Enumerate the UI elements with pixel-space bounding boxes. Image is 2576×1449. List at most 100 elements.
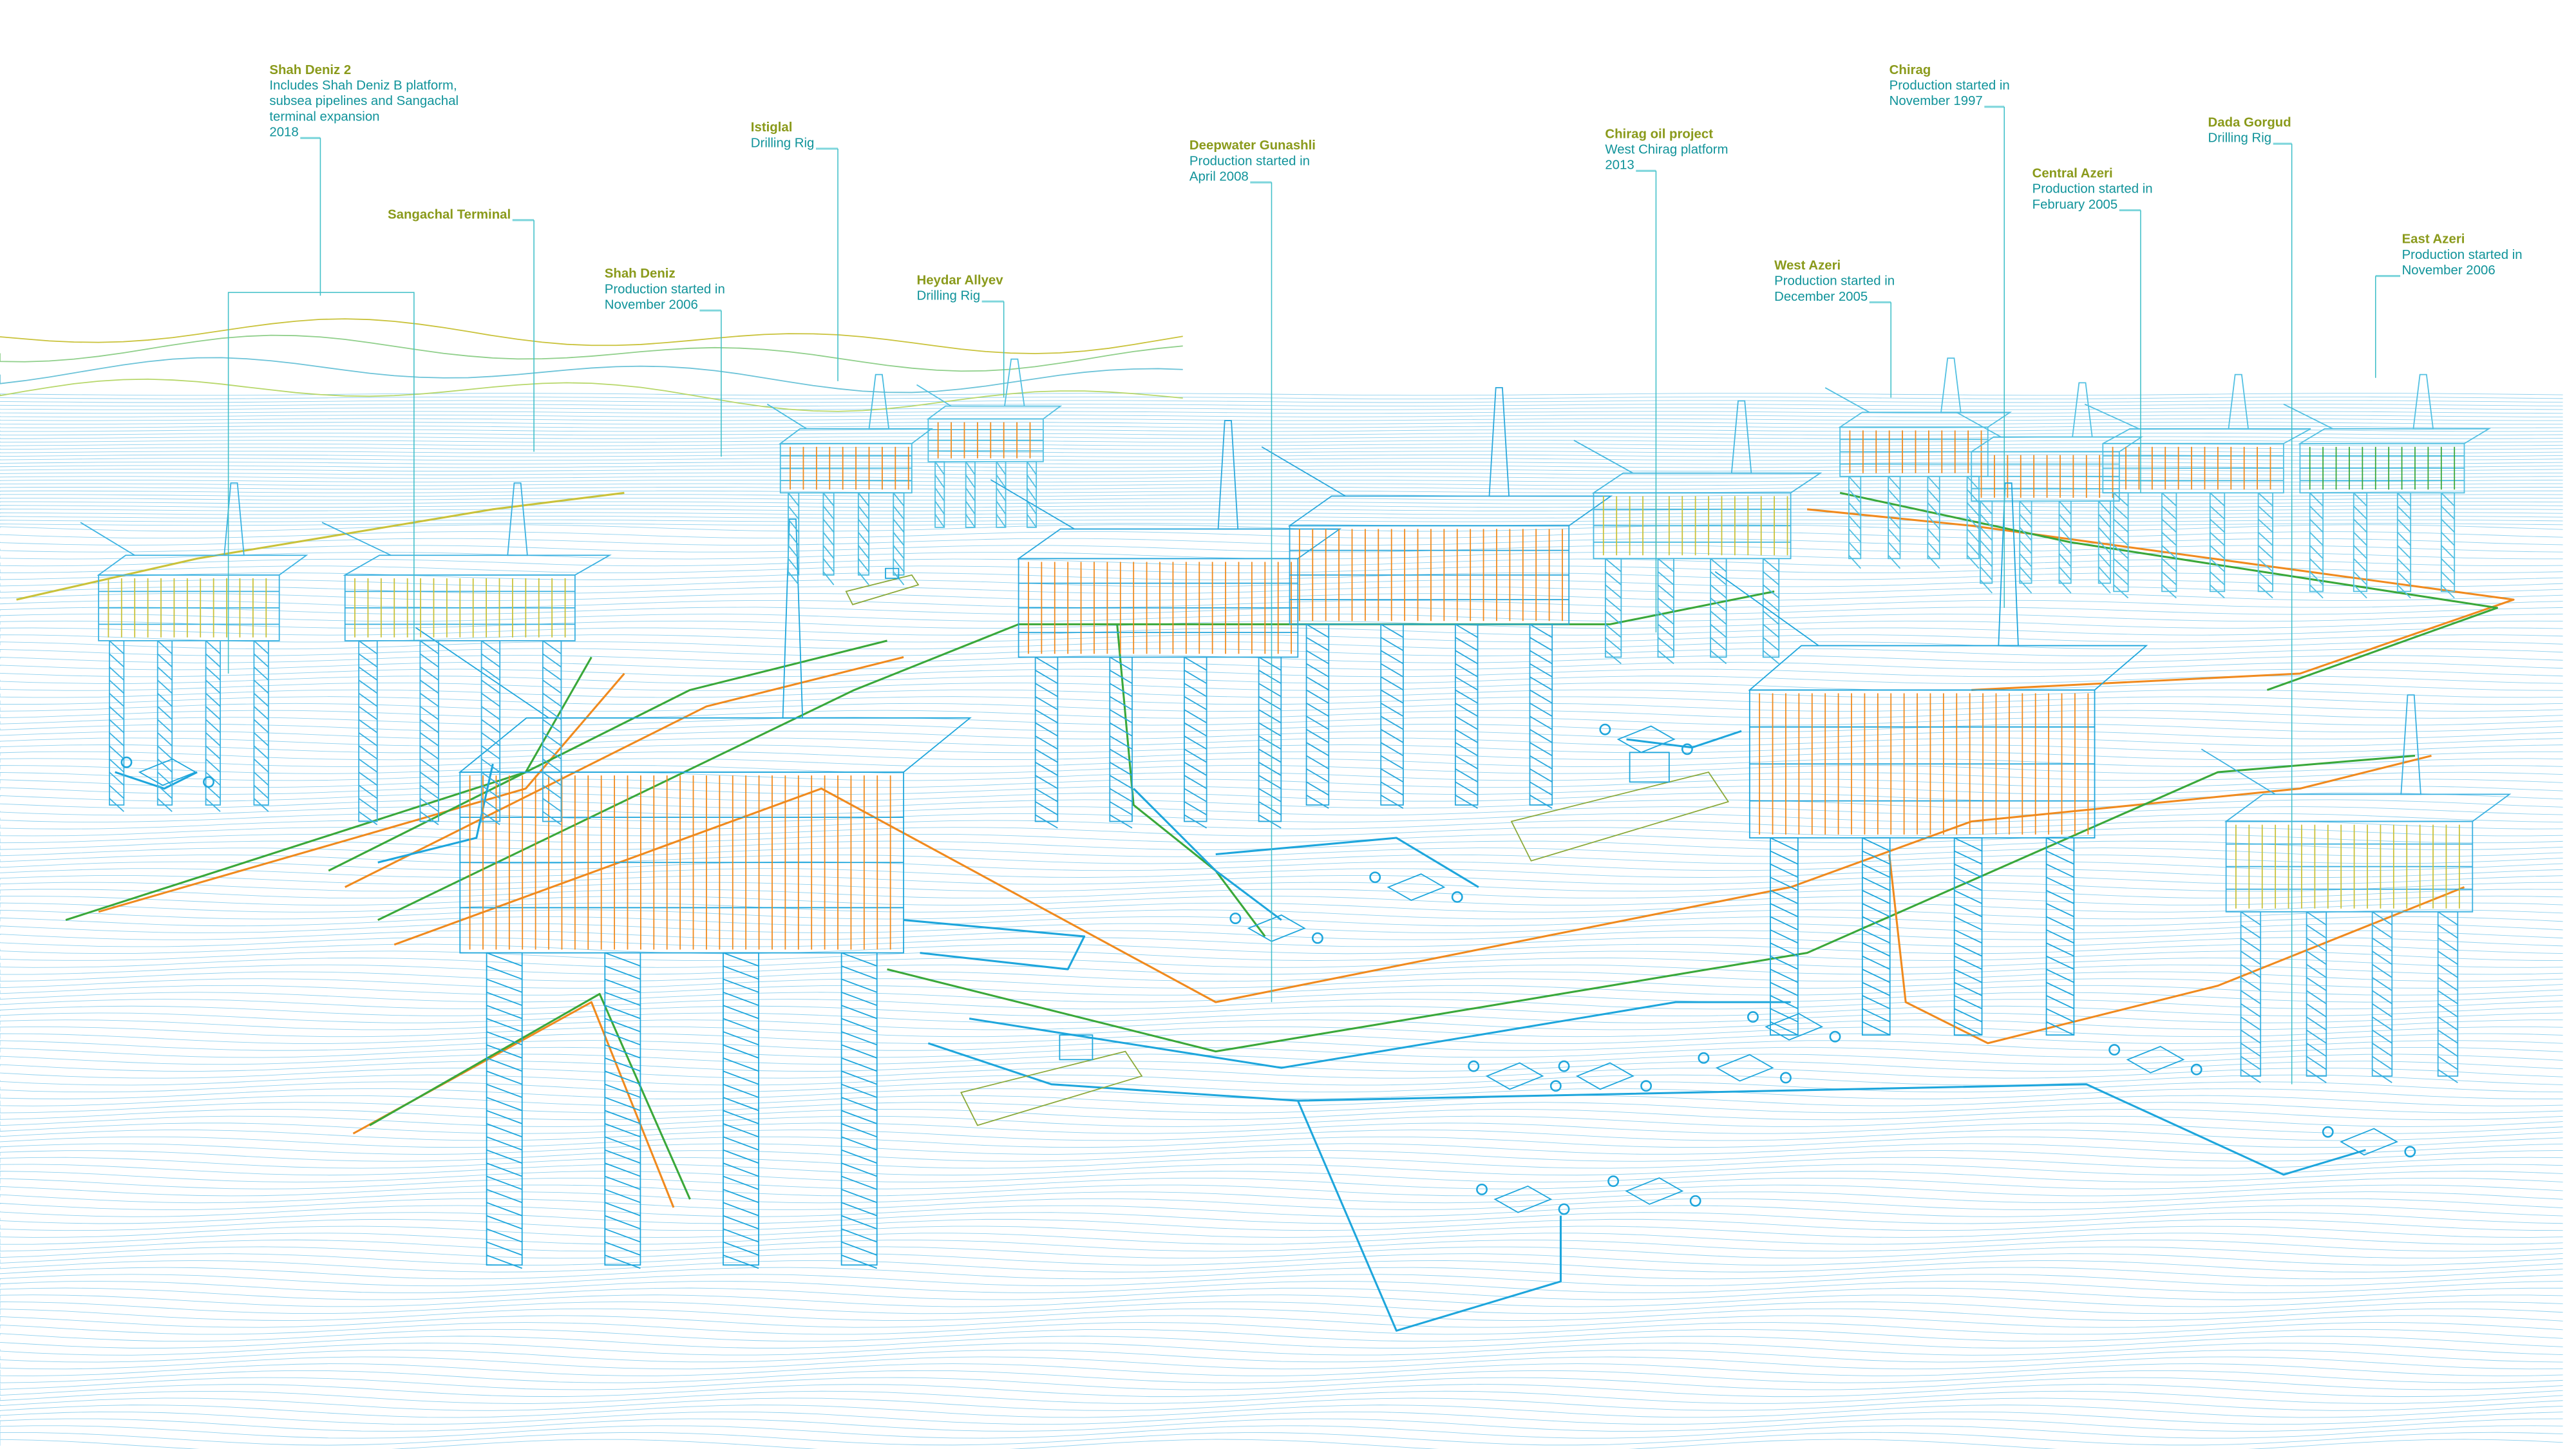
wave-line [0, 411, 2563, 414]
wave-line [0, 1377, 2563, 1390]
supply-vessel [1510, 752, 1730, 862]
label-title: Heydar Allyev [916, 273, 1003, 287]
label-line: November 2006 [2402, 263, 2496, 278]
label-line: West Chirag platform [1605, 143, 1728, 157]
wave-line [0, 627, 2563, 636]
wave-line [0, 641, 2563, 650]
wave-line [0, 1033, 2563, 1044]
subsea-manifold [1698, 1052, 1792, 1084]
label-sangachal-terminal: Sangachal Terminal [388, 207, 535, 452]
label-title: Chirag [1889, 63, 1931, 77]
label-line: Drilling Rig [751, 136, 815, 150]
wave-line [0, 1294, 2563, 1307]
wave-line [0, 943, 2563, 954]
wave-line [0, 425, 2563, 428]
subsea-manifold [2108, 1044, 2202, 1075]
chirag-platform [1956, 382, 2144, 594]
hill-line [0, 357, 1183, 393]
wave-line [0, 469, 2563, 472]
platforms [80, 357, 2512, 1269]
wave-line [0, 418, 2563, 421]
wave-line [0, 1218, 2563, 1231]
label-line: April 2008 [1189, 170, 1249, 184]
label-line: subsea pipelines and Sangachal [269, 94, 459, 108]
wave-line [0, 440, 2563, 443]
wave-line [0, 600, 2563, 608]
wave-line [0, 465, 2563, 468]
wave-line [0, 538, 2563, 545]
wave-line [0, 1287, 2563, 1300]
wave-line [0, 875, 2563, 885]
wave-line [0, 717, 2563, 726]
wave-line [0, 1329, 2563, 1342]
wave-line [0, 1184, 2563, 1197]
wave-line [0, 861, 2563, 871]
wave-line [0, 404, 2563, 407]
wave-line [0, 1418, 2563, 1432]
label-line: Production started in [1189, 154, 1310, 168]
wave-line [0, 501, 2563, 504]
label-title: West Azeri [1774, 258, 1841, 272]
wave-line [0, 909, 2563, 920]
wave-line [0, 1281, 2563, 1293]
wave-line [0, 393, 2563, 396]
label-line: February 2005 [2032, 198, 2118, 212]
pipeline [1806, 508, 2515, 691]
wave-line [0, 1143, 2563, 1155]
label-line: Production started in [2402, 248, 2523, 262]
wave-line [0, 1267, 2563, 1280]
wave-line [0, 472, 2563, 475]
wave-line [0, 689, 2563, 698]
wave-line [0, 868, 2563, 878]
wave-line [0, 827, 2563, 837]
wave-line [0, 614, 2563, 622]
wave-line [0, 414, 2563, 417]
wave-line [0, 964, 2563, 975]
wave-line [0, 724, 2563, 733]
wave-line [0, 902, 2563, 913]
dada-gorgud-rig [2201, 694, 2512, 1083]
wave-line [0, 1425, 2563, 1439]
wave-line [0, 1012, 2563, 1023]
wave-line [0, 971, 2563, 982]
wave-line [0, 1274, 2563, 1287]
wave-line [0, 992, 2563, 1003]
wave-line [0, 487, 2563, 490]
label-line: November 1997 [1889, 94, 1983, 108]
pipeline [1133, 788, 1282, 921]
wave-line [0, 1054, 2563, 1065]
wave-line [0, 1074, 2563, 1086]
label-line: Drilling Rig [916, 289, 980, 303]
supply-vessel [845, 567, 920, 605]
sangachal-terminal-plant [80, 482, 308, 812]
heydar-aliyev-rig [916, 358, 1063, 528]
wave-line [0, 523, 2563, 526]
pipeline [369, 992, 691, 1200]
label-line: Includes Shah Deniz B platform, [269, 79, 457, 93]
wave-line [0, 512, 2563, 515]
wave-line [0, 1432, 2563, 1446]
wave-line [0, 1308, 2563, 1321]
wave-line [0, 1081, 2563, 1093]
pipeline [328, 639, 887, 872]
wave-line [0, 1150, 2563, 1162]
wave-line [0, 779, 2563, 788]
wave-line [0, 1384, 2563, 1397]
wave-line [0, 494, 2563, 497]
wave-line [0, 1026, 2563, 1037]
wave-line [0, 505, 2563, 508]
label-title: Sangachal Terminal [388, 207, 511, 222]
wave-line [0, 436, 2563, 439]
wave-line [0, 1253, 2563, 1265]
subsea-manifold [120, 756, 214, 788]
wave-line [0, 558, 2563, 567]
pipeline [98, 672, 625, 913]
wave-line [0, 744, 2563, 753]
wave-line [0, 1122, 2563, 1134]
wave-line [0, 1205, 2563, 1217]
